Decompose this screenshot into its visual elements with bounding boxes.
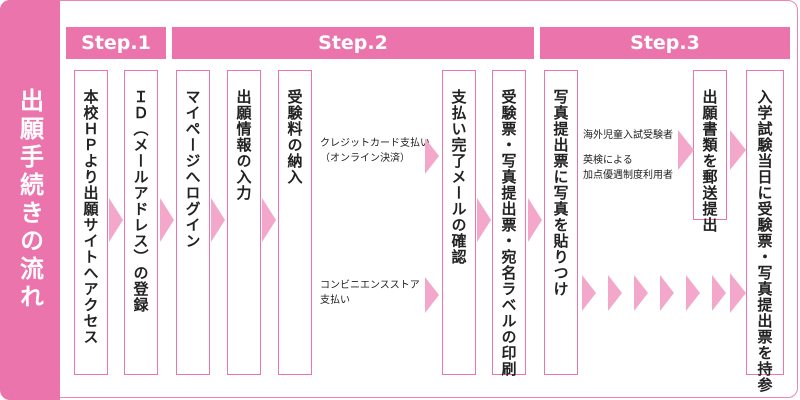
convenience-store-note: コンビニエンスストア 支払い [320,278,420,308]
arrow-right-icon [730,130,746,170]
arrow-right-icon [528,198,542,242]
arrow-right-icon [608,275,622,311]
step-2-banner: Step.2 [172,27,534,59]
step-1-banner: Step.1 [66,27,166,59]
step-label-pay-fee: 受験料の納入 [285,89,304,185]
step-box-enter-info: 出願情報の入力 [227,70,261,375]
arrow-right-icon [678,130,694,170]
mail-target-note: 海外児童入試受験者 英検による 加点優遇制度利用者 [583,128,673,183]
arrow-right-icon [712,275,726,311]
step-label-enter-info: 出願情報の入力 [234,89,253,201]
arrow-right-icon [211,198,225,242]
step-box-login: マイページへログイン [176,70,210,375]
arrow-right-icon [686,275,700,311]
step-box-confirm-mail: 支払い完了メールの確認 [442,70,476,375]
step-box-register-id: ＩＤ（メールアドレス）の登録 [124,70,158,375]
step-label-register-id: ＩＤ（メールアドレス）の登録 [131,89,150,313]
convenience-line1: コンビニエンスストア [320,280,420,291]
credit-card-line1: クレジットカード支払い [320,138,430,149]
credit-card-note: クレジットカード支払い （オンライン決済） [320,136,430,166]
step-3-banner: Step.3 [540,27,790,59]
step-box-attach-photo: 写真提出票に写真を貼りつけ [544,70,578,375]
arrow-right-icon [582,275,596,311]
step-box-pay-fee: 受験料の納入 [278,70,312,375]
step-box-mail-documents: 出願書類を郵送提出 [693,70,727,233]
step-label-confirm-mail: 支払い完了メールの確認 [449,89,468,265]
credit-card-line2: （オンライン決済） [320,153,410,164]
step-label-mail-documents: 出願書類を郵送提出 [700,89,719,233]
step-label-print: 受験票・写真提出票・宛名ラベルの印刷 [499,89,518,377]
step-label-exam-day: 入学試験当日に受験票・写真提出票を持参 [755,89,774,393]
arrow-right-icon [109,198,123,242]
mail-note-line2: 英検による [583,155,633,166]
arrow-right-icon [477,198,491,242]
step-label-attach-photo: 写真提出票に写真を貼りつけ [551,89,570,297]
arrow-right-icon [262,198,276,242]
mail-note-line1: 海外児童入試受験者 [583,130,673,141]
step-box-access-site: 本校ＨＰより出願サイトへアクセス [74,70,108,375]
arrow-right-icon [425,138,439,174]
mail-note-line3: 加点優遇制度利用者 [583,170,673,181]
flow-title: 出願手続きの流れ [15,88,44,312]
arrow-right-icon [660,275,674,311]
step-box-exam-day: 入学試験当日に受験票・写真提出票を持参 [746,70,784,393]
step-box-print: 受験票・写真提出票・宛名ラベルの印刷 [492,70,526,377]
step-label-access-site: 本校ＨＰより出願サイトへアクセス [81,89,100,345]
title-panel: 出願手続きの流れ [0,0,60,400]
step-label-login: マイページへログイン [183,89,202,249]
convenience-line2: 支払い [320,295,350,306]
arrow-right-icon [160,198,174,242]
arrow-right-icon [425,277,439,313]
arrow-right-icon [730,273,746,313]
arrow-right-icon [634,275,648,311]
